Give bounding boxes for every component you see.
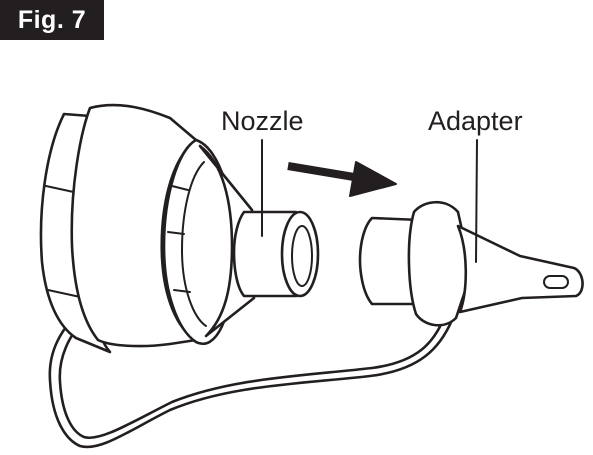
direction-arrow-shaft — [287, 162, 361, 182]
adapter-rear-cylinder — [358, 216, 422, 306]
adapter-tip — [456, 224, 584, 314]
direction-arrow-head — [349, 161, 397, 197]
ring-inner-edge — [181, 161, 207, 327]
ring-segment-2 — [167, 231, 185, 235]
ring-segment-1 — [171, 185, 189, 191]
adapter-leader-line — [475, 139, 478, 263]
tether-cord-inner — [58, 316, 446, 440]
figure-label: Fig. 7 — [0, 0, 104, 40]
nozzle-tube — [232, 210, 298, 298]
ring-segment-3 — [173, 289, 191, 293]
tether-cord — [48, 310, 454, 449]
adapter-flange — [407, 200, 470, 327]
nozzle-label: Nozzle — [221, 106, 304, 136]
nozzle-opening-inner — [291, 225, 313, 287]
adapter-label: Adapter — [428, 106, 523, 136]
adapter-tip-slot — [543, 275, 569, 289]
